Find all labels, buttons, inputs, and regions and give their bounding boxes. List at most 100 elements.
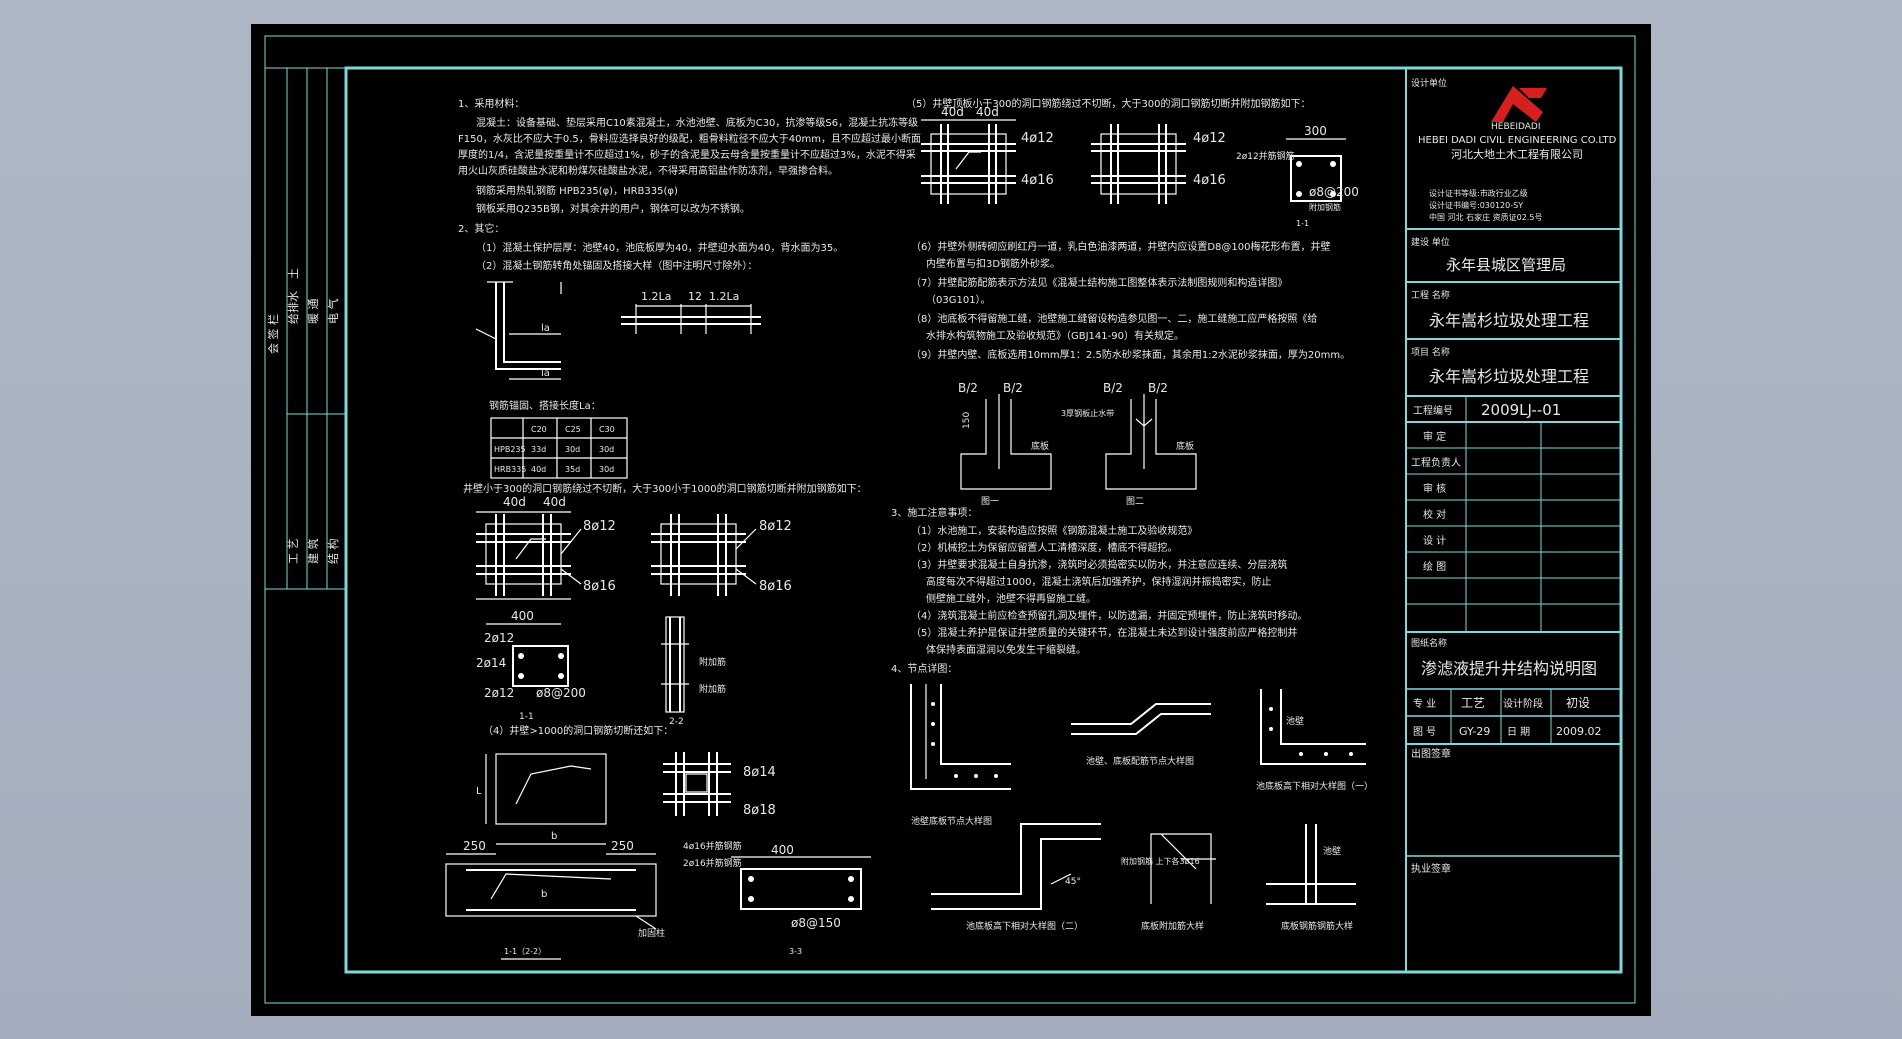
section-label: 1-1 — [519, 712, 534, 722]
lap-table-header: C30 — [599, 425, 615, 434]
date-label: 日 期 — [1507, 726, 1530, 738]
company-logo — [1491, 86, 1547, 122]
section-label: 2-2 — [669, 717, 684, 727]
lap-table-cell: 30d — [599, 445, 614, 454]
client-label: 建设 单位 — [1411, 236, 1450, 248]
note-large-openings: （4）井壁>1000的洞口钢筋切断还如下： — [483, 724, 673, 737]
drawing-number: GY-29 — [1459, 725, 1490, 738]
note-line: 混凝土：设备基础、垫层采用C10素混凝土，水池池壁、底板为C30，抗渗等级S6，… — [476, 116, 918, 129]
dim-40d: 40d — [503, 495, 526, 509]
role-draw: 绘 图 — [1423, 560, 1446, 573]
discipline: 工艺 — [1461, 696, 1485, 710]
company-chinese-name: 河北大地土木工程有限公司 — [1451, 147, 1583, 161]
strip-process: 工 艺 — [287, 539, 300, 565]
lap-table-cell: HPB235 — [494, 445, 526, 454]
dim-b: b — [541, 889, 547, 900]
stirrup: ø8@200 — [1309, 185, 1359, 199]
left-binding-strip: 会 签 栏 土 给排水 暖 通 电 气 工 艺 建 筑 结 构 — [264, 67, 347, 590]
note-line: （1）水池施工，安装构造应按照《钢筋混凝土施工及验收规范》 — [911, 524, 1197, 537]
slab-label: 底板 — [1176, 440, 1194, 452]
add-bar-label: 附加筋 — [699, 683, 726, 695]
slab-label: 底板 — [1031, 440, 1049, 452]
company-english-name: HEBEI DADI CIVIL ENGINEERING CO.LTD — [1418, 135, 1617, 146]
add-column-label: 加固柱 — [638, 927, 665, 939]
note-line: （8）池底板不得留施工缝，池壁施工缝留设构造参见图一、二，施工缝施工应严格按照《… — [911, 312, 1317, 325]
add-bar-label: 附加筋 — [699, 656, 726, 668]
role-approve: 审 定 — [1423, 430, 1446, 443]
note-openings: 井壁小于300的洞口钢筋绕过不切断，大于300小于1000的洞口钢筋切断并附加钢… — [463, 482, 867, 495]
strip-hvac: 暖 通 — [307, 299, 320, 325]
bar-4phi16: 4ø16并筋钢筋 — [683, 840, 742, 852]
la-label: la — [541, 368, 550, 379]
bar-8phi12: 8ø12 — [583, 519, 616, 534]
issue-stamp-label: 出图签章 — [1411, 747, 1451, 760]
note-line: （03G101）。 — [926, 294, 991, 306]
large-opening-detail: L b — [476, 753, 607, 845]
discipline-label: 专 业 — [1413, 697, 1436, 710]
note-line: 高度每次不得超过1000，混凝土浇筑后加强养护，保持湿润并振捣密实，防止 — [926, 575, 1271, 588]
notes-left: 1、采用材料： 混凝土：设备基础、垫层采用C10素混凝土，水池池壁、底板为C30… — [458, 97, 921, 272]
dim-250: 250 — [611, 839, 634, 853]
number-label: 图 号 — [1413, 726, 1436, 738]
note-other: 2、其它： — [458, 222, 504, 235]
large-opening-grid: 8ø14 8ø18 — [663, 752, 776, 818]
construction-joint-fig2: B/2 B/2 3厚钢板止水带 底板 图二 — [1061, 381, 1197, 507]
lap-table-caption: 钢筋锚固、搭接长度La： — [489, 399, 601, 412]
wall-label: 池壁 — [1323, 845, 1341, 857]
lap-table-cell: 33d — [531, 445, 546, 454]
section-label: 3-3 — [789, 947, 802, 956]
cert-line: 设计证书编号:030120-SY — [1429, 200, 1523, 210]
roof-opening-detail: 40d 40d 4ø12 4ø16 — [921, 105, 1054, 204]
note-line: 用火山灰质硅酸盐水泥和粉煤灰硅酸盐水泥，不得采用高铝盐作防冻剂，早强掺合料。 — [458, 164, 838, 177]
item-label: 项目 名称 — [1411, 346, 1450, 358]
construction-joint-fig1: B/2 B/2 150 底板 图一 — [958, 381, 1052, 507]
notes-right: （6）井壁外侧砖砌应刷红丹一道，乳白色油漆两道，井壁内应设置D8@100梅花形布… — [911, 240, 1350, 361]
bar-2phi14: 2ø14 — [476, 656, 506, 670]
node-detail-1: 池壁底板节点大样图 — [910, 684, 1011, 827]
la-label: la — [541, 323, 550, 334]
dim-300: 300 — [1304, 124, 1327, 138]
practice-stamp-label: 执业签章 — [1411, 862, 1451, 875]
bar-4phi16: 4ø16 — [1193, 173, 1226, 188]
note-line: 钢筋采用热轧钢筋 HPB235(φ)，HRB335(φ) — [476, 184, 678, 197]
sign-label: 会 签 栏 — [266, 314, 280, 354]
anchorage-detail: la la — [475, 281, 562, 380]
lap-table-cell: 30d — [599, 465, 614, 474]
section-label: 1-1（2-2） — [504, 947, 546, 956]
bar-8phi12: 8ø12 — [759, 519, 792, 534]
dim-150: 150 — [962, 412, 972, 429]
note-line: 3、施工注意事项： — [891, 506, 977, 519]
dim-b2: B/2 — [1103, 381, 1123, 395]
dim-400: 400 — [771, 843, 794, 857]
lap-table-cell: HRB335 — [494, 465, 526, 474]
stirrup: ø8@200 — [536, 686, 586, 700]
role-check: 校 对 — [1423, 508, 1446, 521]
cert-line: 设计证书等级:市政行业乙级 — [1429, 188, 1528, 198]
note-line: 侧壁施工缝外，池壁不得再留施工缝。 — [926, 592, 1096, 605]
note-line: 体保持表面湿润以免发生干缩裂缝。 — [926, 643, 1086, 656]
lap-gap: 12 — [688, 290, 702, 303]
node-detail-5: 附加钢筋 上下各3ø16 底板附加筋大样 — [1121, 833, 1216, 932]
code-label: 工程编号 — [1413, 404, 1453, 417]
node-detail-4: 45° 池底板高下相对大样图（二） — [931, 823, 1101, 932]
lap-table-header: C20 — [531, 425, 547, 434]
strip-water: 给排水 — [286, 291, 300, 324]
roof-beam-section: 300 2ø12并筋钢筋 ø8@200 附加钢筋 1-1 — [1236, 124, 1359, 228]
section-label: 1-1 — [1296, 219, 1309, 228]
dim-b2: B/2 — [958, 381, 978, 395]
note-line: （3）井壁要求混凝土自身抗渗，浇筑时必须捣密实以防水，并注意应连续、分层浇筑 — [911, 558, 1287, 571]
bar-4phi12: 4ø12 — [1193, 131, 1226, 146]
opening-reinforcement-detail: 40d 40d 8ø12 8ø16 400 — [476, 495, 616, 625]
project-label: 工程 名称 — [1411, 289, 1450, 301]
note-line: （7）井壁配筋配筋表示方法见《混凝土结构施工图整体表示法制图规则和构造详图》 — [911, 276, 1287, 289]
note-line: （2）机械挖土为保留应留置人工清槽深度，槽底不得超挖。 — [911, 541, 1177, 554]
bar-8phi14: 8ø14 — [743, 765, 776, 780]
dim-b2: B/2 — [1003, 381, 1023, 395]
lap-length: 1.2La — [641, 290, 671, 303]
detail-caption: 底板钢筋钢筋大样 — [1281, 920, 1353, 932]
bar-4phi16: 4ø16 — [1021, 173, 1054, 188]
detail-caption: 池壁底板节点大样图 — [911, 815, 992, 827]
angle-label: 45° — [1065, 877, 1081, 887]
note-materials: 1、采用材料： — [458, 97, 524, 110]
phase: 初设 — [1566, 696, 1590, 710]
